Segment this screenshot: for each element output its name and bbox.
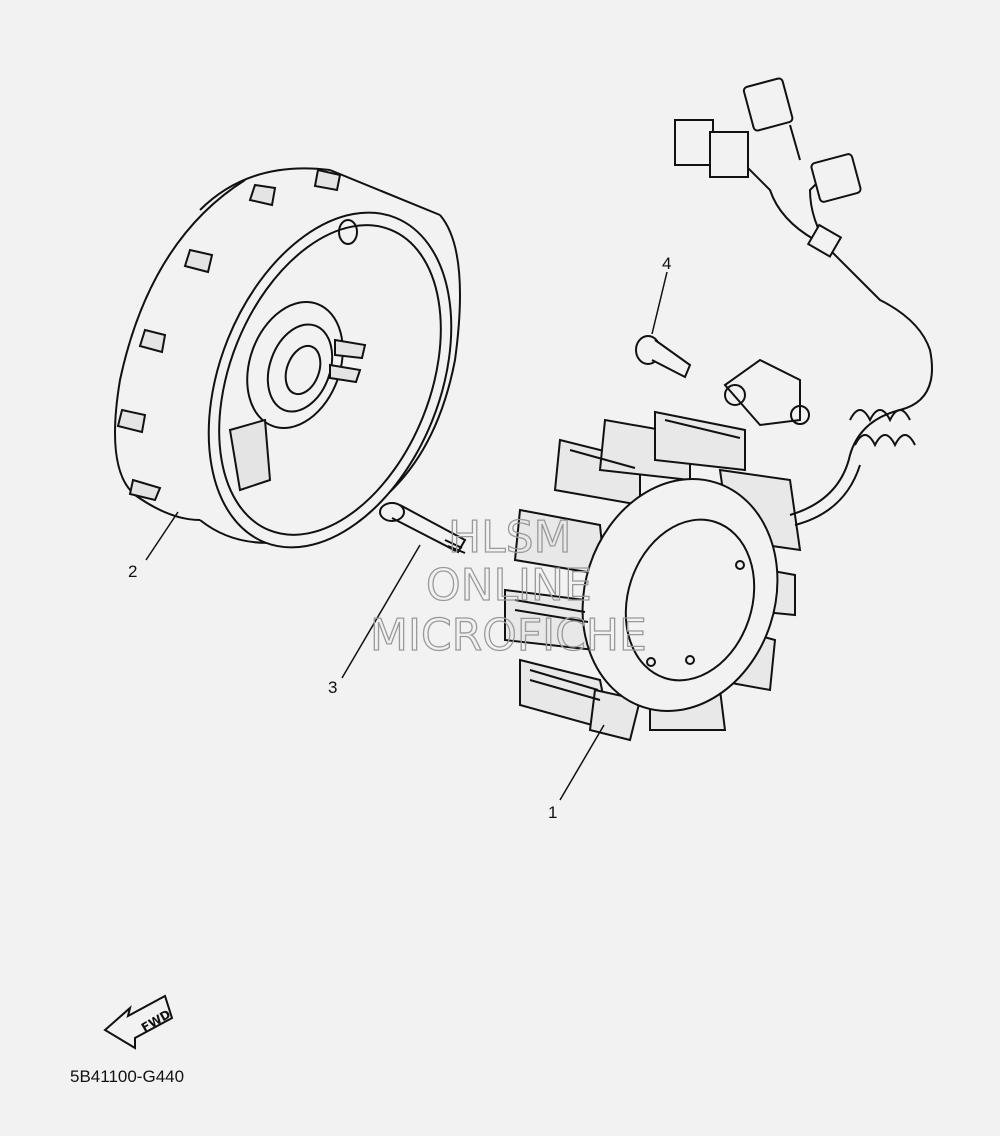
callout-1: 1	[548, 803, 557, 822]
callout-4: 4	[662, 254, 671, 273]
callout-2: 2	[128, 562, 137, 581]
diagram-code: 5B41100-G440	[70, 1067, 184, 1086]
stator-bolt	[379, 502, 467, 554]
watermark-line-3: MICROFICHE	[370, 610, 647, 661]
watermark-line-2: ONLINE	[426, 560, 592, 611]
flywheel-rotor	[114, 167, 461, 549]
leader-lines	[145, 271, 668, 801]
callout-3: 3	[328, 678, 337, 697]
watermark: HLSM ONLINE MICROFICHE	[369, 511, 647, 661]
wire-harness	[674, 77, 933, 526]
watermark-line-1: HLSM	[448, 512, 572, 563]
clamp-screw	[635, 335, 810, 427]
stator-coil	[504, 410, 802, 742]
